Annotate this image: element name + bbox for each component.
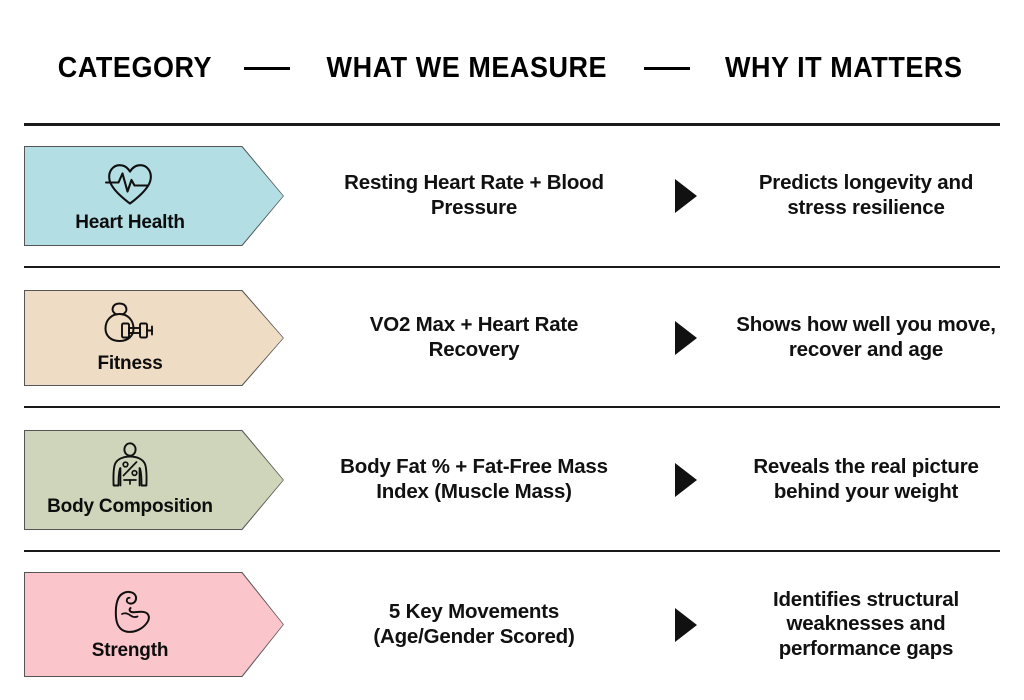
flexed-bicep-icon [104,588,156,636]
category-label: Fitness [97,353,163,374]
triangle-right-icon [675,607,697,642]
measure-text-body-composition: Body Fat % + Fat-Free Mass Index (Muscle… [294,455,654,504]
header-divider-dash-1 [244,66,291,70]
matters-line: Predicts longevity and [758,171,974,195]
measure-line: VO2 Max + Heart Rate [369,313,579,337]
header-category: CATEGORY [58,51,213,84]
category-label: Heart Health [75,212,185,233]
matters-line: Shows how well you move, [736,313,996,337]
measure-text-strength: 5 Key Movements (Age/Gender Scored) [294,600,654,649]
measure-line: (Age/Gender Scored) [373,624,575,648]
matters-line: Reveals the real picture [753,455,979,479]
chevron-fill [25,291,283,385]
category-label: Body Composition [47,496,213,517]
category-chevron-heart-health[interactable]: Heart Health [24,146,284,246]
triangle-right-icon [675,179,697,213]
heart-pulse-icon [101,158,159,208]
matters-text-strength: Identifies structural weaknesses and per… [718,588,1014,662]
arrow-cell [654,321,718,355]
measure-text-heart-health: Resting Heart Rate + Blood Pressure [294,171,654,220]
matters-text-body-composition: Reveals the real picture behind your wei… [718,455,1014,504]
row-divider [24,550,1000,552]
measure-line: 5 Key Movements [388,599,560,623]
header-rule [24,123,1000,126]
row-divider [24,406,1000,408]
category-label: Strength [91,639,169,661]
header-why-it-matters: WHY IT MATTERS [725,51,963,84]
kettlebell-dumbbell-icon [99,301,161,349]
matters-line: recover and age [788,338,944,361]
row-divider [24,266,1000,268]
matters-line: performance gaps [778,636,954,660]
arrow-cell [654,607,718,642]
matters-line: stress resilience [787,196,945,219]
triangle-right-icon [675,463,697,497]
category-chevron-fitness[interactable]: Fitness [24,290,284,386]
arrow-cell [654,179,718,213]
chevron-fill [25,431,283,529]
matters-line: weaknesses and [786,612,946,636]
column-headers: CATEGORY WHAT WE MEASURE WHY IT MATTERS [24,40,1000,96]
measure-line: Pressure [430,196,518,219]
table-row: Fitness VO2 Max + Heart Rate Recovery Sh… [0,290,1024,386]
measure-text-fitness: VO2 Max + Heart Rate Recovery [294,313,654,362]
category-chevron-strength[interactable]: Strength [24,572,284,677]
arrow-cell [654,463,718,497]
measure-line: Index (Muscle Mass) [376,480,572,503]
category-chevron-body-composition[interactable]: Body Composition [24,430,284,530]
matters-line: Identifies structural [772,587,960,611]
table-row: Heart Health Resting Heart Rate + Blood … [0,146,1024,246]
body-percent-icon [105,442,155,492]
table-row: Body Composition Body Fat % + Fat-Free M… [0,430,1024,530]
header-what-we-measure: WHAT WE MEASURE [326,51,608,84]
matters-line: behind your weight [773,480,959,503]
measure-line: Body Fat % + Fat-Free Mass [340,455,608,479]
triangle-right-icon [675,321,697,355]
chevron-fill [25,573,283,676]
header-divider-dash-2 [644,66,691,70]
measure-line: Resting Heart Rate + Blood [344,171,604,195]
measure-line: Recovery [428,338,520,361]
matters-text-heart-health: Predicts longevity and stress resilience [718,171,1014,220]
table-row: Strength 5 Key Movements (Age/Gender Sco… [0,572,1024,677]
matters-text-fitness: Shows how well you move, recover and age [718,313,1014,362]
chevron-fill [25,147,283,245]
